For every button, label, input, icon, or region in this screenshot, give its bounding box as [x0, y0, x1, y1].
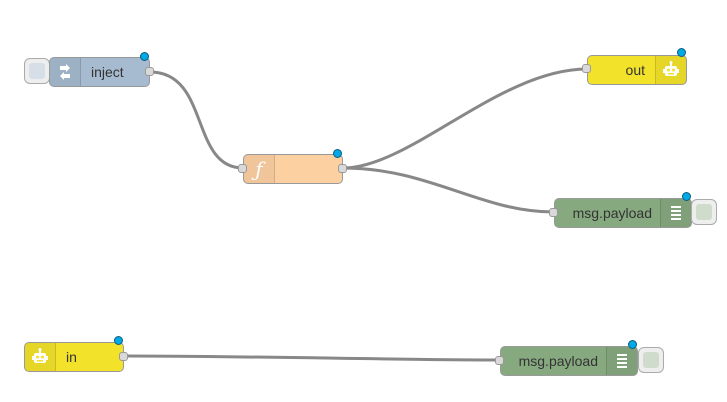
function-icon: ƒ	[244, 155, 275, 183]
function-input-port[interactable]	[238, 164, 247, 173]
debug-node-2[interactable]: msg.payload	[500, 346, 638, 376]
inject-node-label: inject	[91, 64, 124, 80]
inject-node[interactable]: inject	[49, 57, 150, 87]
inject-arrow-icon	[50, 58, 81, 86]
debug-list-icon	[606, 347, 637, 375]
debug-node-1-input-port[interactable]	[549, 208, 558, 217]
debug-node-2-changed-indicator	[628, 340, 637, 349]
mqtt-in-output-port[interactable]	[119, 352, 128, 361]
debug-node-2-toggle-button[interactable]	[638, 347, 664, 373]
mqtt-out-input-port[interactable]	[582, 64, 591, 73]
debug-node-1-toggle-button[interactable]	[691, 199, 717, 225]
function-output-port[interactable]	[338, 164, 347, 173]
debug-node-2-input-port[interactable]	[495, 356, 504, 365]
inject-trigger-button[interactable]	[24, 58, 50, 84]
robot-icon	[25, 343, 56, 371]
mqtt-in-changed-indicator	[114, 336, 123, 345]
debug-node-1-toggle-inner	[696, 204, 712, 220]
debug-node-2-toggle-inner	[643, 352, 659, 368]
inject-output-port[interactable]	[145, 67, 154, 76]
inject-trigger-inner	[29, 63, 45, 79]
inject-changed-indicator	[140, 52, 149, 61]
wire-inject-function[interactable]	[149, 70, 244, 170]
wire-function-out[interactable]	[342, 67, 588, 170]
debug-node-1-label: msg.payload	[572, 205, 652, 221]
mqtt-out-changed-indicator	[677, 48, 686, 57]
debug-node-2-label: msg.payload	[518, 353, 598, 369]
wire-in-debug2[interactable]	[123, 354, 501, 362]
debug-list-icon	[660, 199, 691, 227]
debug-node-1-changed-indicator	[682, 192, 691, 201]
mqtt-out-node-label: out	[625, 62, 645, 78]
function-changed-indicator	[333, 149, 342, 158]
mqtt-in-node[interactable]: in	[24, 342, 124, 372]
mqtt-out-node[interactable]: out	[587, 55, 687, 85]
robot-icon	[655, 56, 686, 84]
mqtt-in-node-label: in	[66, 349, 77, 365]
debug-node-1[interactable]: msg.payload	[554, 198, 692, 228]
wire-function-debug1[interactable]	[342, 166, 555, 214]
function-node[interactable]: ƒ	[243, 154, 343, 184]
